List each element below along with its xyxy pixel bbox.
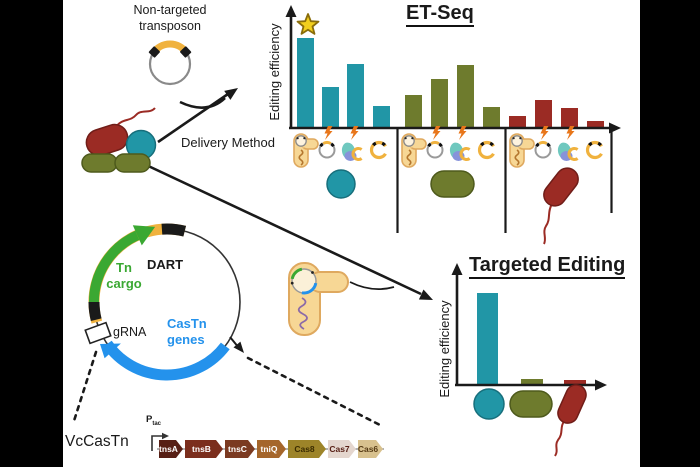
targeted-bar [521,379,543,385]
etseq-bar [483,107,500,128]
gene-label: Cas7 [329,444,350,454]
etseq-bar [457,65,474,128]
plasmid-icon [534,140,552,159]
olive-rod-icon [430,170,475,198]
transposon-label-line2: transposon [139,19,201,33]
gene-Cas6: Cas6 [358,440,383,458]
star-annotation [296,13,320,35]
gene-Cas8: Cas8 [288,440,326,458]
promoter-label: Ptac [146,414,162,427]
microbial-community-icon [81,107,157,173]
conjugation-donor-cell [288,262,349,336]
dart-label: DART [147,257,184,272]
tn-cargo-arrow [88,230,140,305]
etseq-bar [373,106,390,128]
etseq-bar [587,121,604,128]
etseq-y-axis-label: Editing efficiency [267,23,282,121]
etseq-bar [322,87,339,128]
dashed-callout-left [71,350,98,426]
gene-label: Cas8 [294,444,315,454]
gene-label: tnsB [192,444,211,454]
olive-rod-microbe [114,153,151,173]
gene-label: tnsC [228,444,247,454]
flagellum [115,107,156,128]
etseq-bar [509,116,526,128]
etseq-bar [561,108,578,128]
grna-cassette-box [84,321,112,345]
gene-label: tnsA [159,444,178,454]
delivery-arrow-top [157,88,238,144]
grna-label: gRNA [113,325,147,339]
teal-coccus-icon [326,169,356,199]
red-rod-microbe [85,123,129,157]
olive-rod-icon [509,390,553,418]
etseq-bar [535,100,552,128]
tn-cargo-label-line2: cargo [106,276,142,291]
transposon-label-line1: Non-targeted [133,3,207,17]
etseq-bars [297,38,604,128]
donor-merge-arrow [349,281,395,291]
gene-label: Cas6 [357,444,379,454]
gene-label: tniQ [260,444,278,454]
olive-rod-microbe [81,153,118,173]
gene-tnsA: tnsA [159,440,183,458]
promoter-arrow [151,432,169,451]
chromosome-squiggle [297,297,308,330]
etseq-title: ET-Seq [406,3,474,27]
red-rod-icon [543,167,579,245]
castn-label-line1: CasTn [167,316,207,331]
dashed-callout-right [246,356,384,428]
delivery-arrow-bottom [126,154,433,300]
targeted-bar [477,293,498,385]
red-rod-icon [554,384,587,457]
targeted-y-axis-label: Editing efficiency [437,300,452,398]
etseq-bar [431,79,448,128]
plasmid-icon [426,140,444,159]
targeted-title: Targeted Editing [469,255,626,279]
etseq-bar [297,38,314,128]
teal-coccus-icon [473,388,505,420]
castn-genes-arrow [102,340,230,381]
plasmid-icon [318,140,336,159]
delivery-method-label: Delivery Method [181,135,275,150]
targeted-bar [564,380,586,385]
etseq-bar [347,64,364,128]
tn-cargo-label-line1: Tn [116,260,132,275]
vccastn-label: VcCasTn [65,433,129,450]
targeted-bars [477,293,586,385]
etseq-bar [405,95,422,128]
non-targeted-plasmid-icon [148,40,192,86]
castn-label-line2: genes [167,332,205,347]
gene-tnsC: tnsC [225,440,255,458]
dart-plasmid-map [84,223,244,381]
gene-tniQ: tniQ [257,440,286,458]
gene-Cas7: Cas7 [328,440,356,458]
etseq-axes [285,5,621,233]
gene-tnsB: tnsB [185,440,223,458]
